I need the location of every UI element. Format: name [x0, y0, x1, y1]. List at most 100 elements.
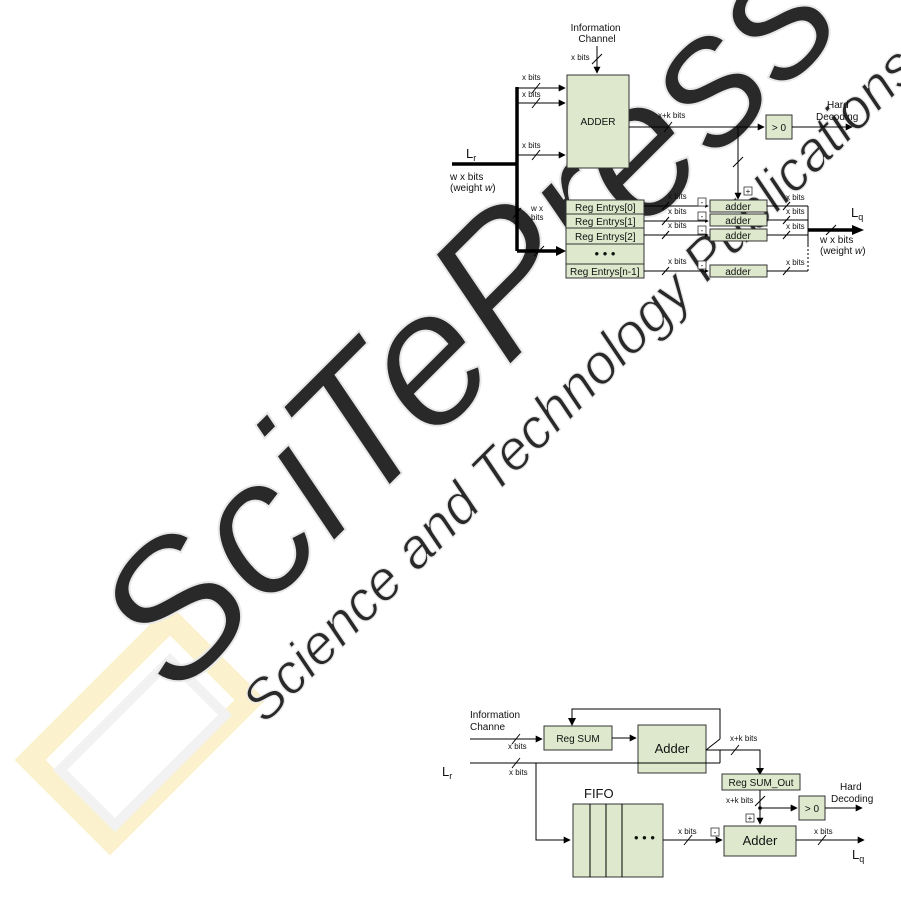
top-input-bus-line1: w x bits: [449, 172, 483, 183]
bottom-reg-sum-out-block: [721, 773, 801, 791]
top-row-0-tick: [661, 201, 670, 211]
top-row-2-tick: [661, 230, 670, 240]
bottom-hard-line2: Decoding: [831, 794, 873, 805]
top-row-1: x bits -: [644, 207, 709, 226]
bottom-info-line2: Channe: [470, 722, 505, 733]
top-out-1-tick: [782, 215, 791, 225]
top-reg-bus-tick2: [533, 245, 545, 257]
top-row-2: x bits -: [644, 221, 709, 240]
bottom-fifo-ellipsis: • • •: [634, 830, 655, 845]
top-row-2-minus: -: [701, 226, 704, 235]
bottom-adder2-block: [723, 825, 797, 857]
top-row-1-minus-box: [697, 211, 707, 221]
top-row-n1-minus: -: [701, 261, 704, 270]
top-compare-label: > 0: [772, 123, 787, 134]
top-hard-decoding-label: Hard Decoding: [816, 100, 858, 123]
top-sum-width: x+k bits: [658, 111, 685, 120]
top-out-2-tick: [782, 230, 791, 240]
bottom-adder1-feedback-link: [705, 738, 721, 751]
top-register-2-label: Reg Entrys[2]: [575, 232, 636, 243]
top-row-1-minus: -: [701, 212, 704, 221]
top-reg-bus-label: w x bits: [530, 204, 545, 222]
top-row-0: x bits -: [644, 192, 709, 211]
top-info-tick: [591, 53, 603, 65]
bottom-lr-to-fifo: [535, 763, 571, 844]
top-adder-in-1-bits: x bits: [522, 73, 541, 82]
top-adder-in-1-tick: [531, 82, 541, 94]
top-adder-in-3-bits: x bits: [522, 141, 541, 150]
top-row-2-minus-box: [697, 225, 707, 235]
bottom-compare-label: > 0: [805, 804, 820, 815]
top-out-0-bits: x bits: [786, 193, 805, 202]
bottom-fifo-bits: x bits: [678, 827, 697, 836]
top-adder-outputs: x bits x bits x bits x bits: [767, 193, 809, 276]
bottom-fifo-block: • • •: [572, 803, 664, 878]
bottom-diagram: Information Channe x bits Reg SUM Adder …: [442, 708, 873, 878]
top-row-n1-tick: [661, 266, 670, 276]
top-adder-in-2-bits: x bits: [522, 90, 541, 99]
bottom-compare-block: [798, 795, 826, 821]
top-row-0-minus: -: [701, 198, 704, 207]
top-register-bank: Reg Entrys[0] Reg Entrys[1] Reg Entrys[2…: [565, 199, 645, 279]
bottom-reg-sum-out-label: Reg SUM_Out: [728, 778, 793, 789]
top-output-bus-label: w x bits (weight w): [819, 235, 866, 257]
top-out-1-bits: x bits: [786, 207, 805, 216]
bottom-sumout-tick: [754, 795, 766, 807]
bottom-hard-line1: Hard: [840, 782, 862, 793]
bottom-feedback-wire: [571, 708, 721, 739]
top-row-1-tick: [661, 216, 670, 226]
top-out-2-bits: x bits: [786, 222, 805, 231]
top-reg-bus-tick: [512, 207, 522, 219]
bottom-information-channel-label: Information Channe: [470, 710, 523, 733]
bottom-sum-width: x+k bits: [730, 734, 757, 743]
top-row-1-bits: x bits: [668, 207, 687, 216]
bottom-sum-tick: [730, 744, 740, 756]
bottom-info-bits: x bits: [508, 742, 527, 751]
top-register-0-label: Reg Entrys[0]: [575, 203, 636, 214]
top-hard-line2: Decoding: [816, 112, 858, 123]
watermark-main-text: SciTePress: [54, 0, 878, 729]
top-register-n1-label: Reg Entrys[n-1]: [570, 267, 640, 278]
bottom-adder1-label: Adder: [655, 741, 690, 756]
top-info-line2: Channel: [578, 34, 615, 45]
top-small-adder-n1-label: adder: [725, 267, 751, 278]
top-row-0-minus-box: [697, 197, 707, 207]
bottom-feedback-arrowhead: [568, 718, 576, 726]
top-reg-bus-arrowhead: [556, 246, 566, 256]
bottom-info-line1: Information: [470, 710, 520, 721]
top-lr-label: Lr: [466, 146, 476, 163]
top-output-tick: [825, 224, 837, 236]
top-information-channel-label: Information Channel: [571, 23, 624, 45]
bottom-adder1-out-arrowhead: [756, 768, 764, 775]
bottom-fifo-label: FIFO: [584, 786, 614, 801]
bottom-hard-decoding-label: Hard Decoding: [831, 782, 873, 805]
bottom-lq-label: Lq: [852, 847, 864, 864]
top-small-adder-1-label: adder: [725, 216, 751, 227]
top-adder-in-2-tick: [531, 97, 541, 109]
bottom-output-bits: x bits: [814, 827, 833, 836]
bottom-adder2-label: Adder: [743, 833, 778, 848]
top-row-2-bits: x bits: [668, 221, 687, 230]
bottom-adder1-out-wire: [706, 749, 761, 772]
top-lq-label: Lq: [851, 205, 863, 222]
top-adder-label: ADDER: [580, 117, 615, 128]
top-small-adder-2-label: adder: [725, 231, 751, 242]
top-plus-sign: +: [746, 187, 751, 196]
bottom-fifo-outline: [572, 803, 664, 878]
top-out-n1-bits: x bits: [786, 258, 805, 267]
top-small-adder-0-label: adder: [725, 202, 751, 213]
top-reg-bus-line1: w x: [530, 204, 543, 213]
bottom-lr-bits: x bits: [509, 768, 528, 777]
bottom-sumout-width: x+k bits: [726, 796, 753, 805]
top-out-n1-tick: [782, 266, 791, 276]
top-info-line1: Information: [571, 23, 621, 34]
bottom-plus-sign: +: [748, 814, 753, 823]
top-hard-line1: Hard: [827, 100, 849, 111]
top-register-ellipsis: • • •: [595, 246, 616, 261]
top-input-bus-line2: (weight w): [450, 183, 496, 194]
top-input-bus-label: w x bits (weight w): [449, 172, 496, 194]
bottom-reg-sum-block: [543, 725, 613, 751]
top-register-1-label: Reg Entrys[1]: [575, 217, 636, 228]
top-row-n1-minus-box: [697, 260, 707, 270]
